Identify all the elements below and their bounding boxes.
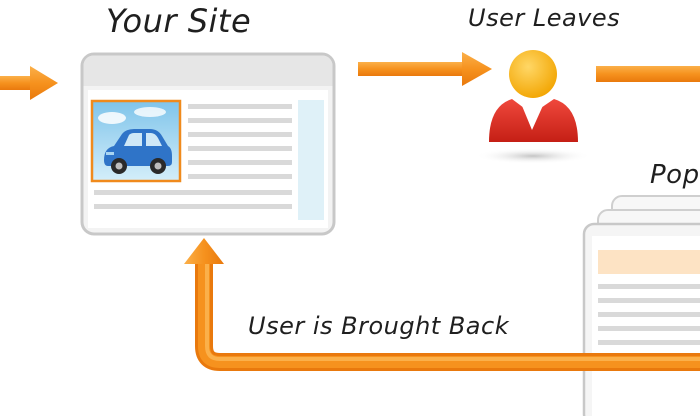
user-icon — [475, 50, 591, 164]
arrow-incoming-icon — [0, 66, 58, 100]
popup-label: Pop — [650, 160, 700, 190]
user-brought-back-label: User is Brought Back — [248, 312, 510, 340]
browser-window-icon — [80, 52, 336, 236]
arrow-return-icon — [184, 238, 700, 371]
text-lines — [94, 104, 292, 209]
your-site-label: Your Site — [106, 2, 252, 40]
arrow-to-user-icon — [358, 52, 492, 86]
popup-window-stack-icon — [582, 195, 700, 416]
user-leaves-label: User Leaves — [468, 4, 621, 32]
car-icon — [104, 129, 172, 174]
arrow-to-popup-icon — [596, 66, 700, 82]
